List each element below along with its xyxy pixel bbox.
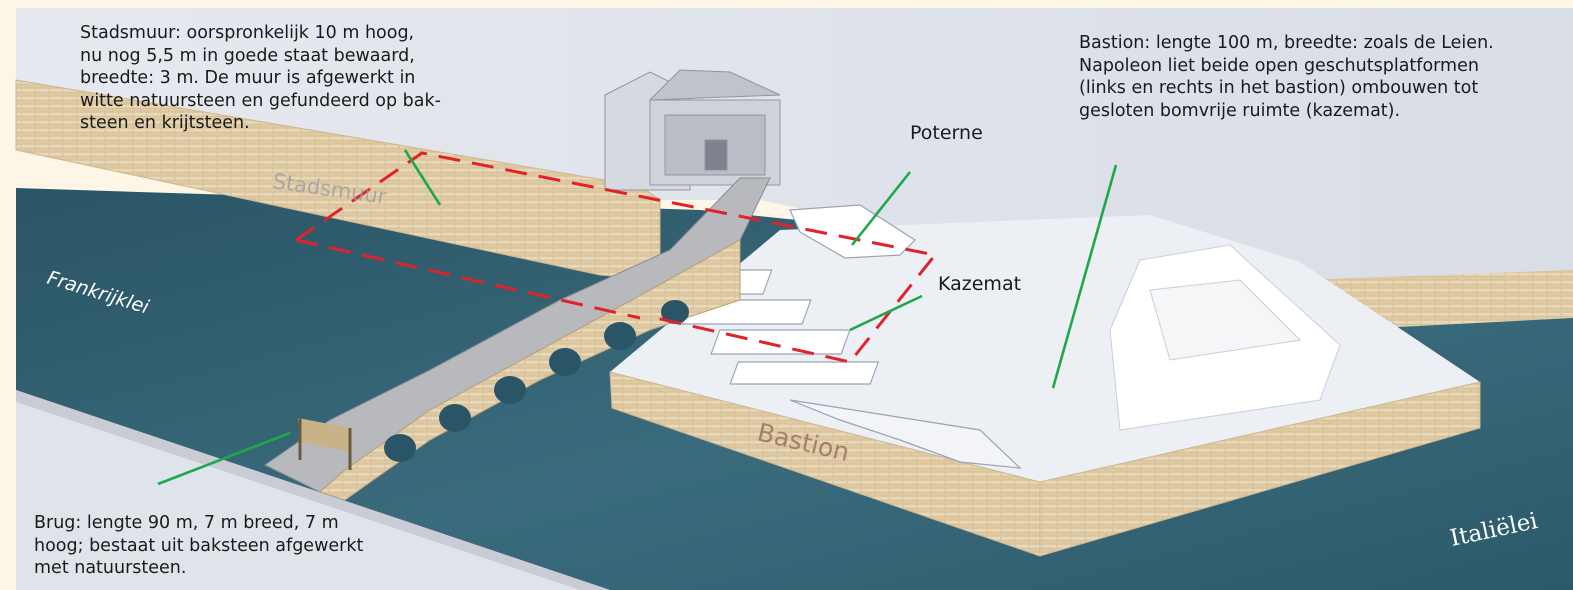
label-kazemat: Kazemat: [938, 273, 1022, 295]
callout-line-brug: [157, 431, 291, 486]
bastion-face-right: [1039, 381, 1481, 557]
dashed-outline: [295, 151, 938, 364]
callout-line-poterne: [850, 171, 912, 246]
callout-line-bastion: [1051, 164, 1118, 389]
gate-building: [604, 69, 781, 191]
city-ground: [16, 8, 1573, 280]
callout-line-stadsmuur: [403, 149, 442, 206]
note-stadsmuur: Stadsmuur: oorspronkelijk 10 m hoog, nu …: [80, 23, 441, 133]
callout-lines: [157, 149, 1118, 486]
note-brug: Brug: lengte 90 m, 7 m breed, 7 m hoog; …: [34, 513, 364, 578]
note-bastion: Bastion: lengte 100 m, breedte: zoals de…: [1079, 33, 1494, 121]
label-poterne: Poterne: [910, 122, 983, 144]
callout-line-kazemat: [849, 294, 923, 332]
kazemat-right: [1109, 244, 1341, 431]
bridge: [264, 177, 771, 501]
